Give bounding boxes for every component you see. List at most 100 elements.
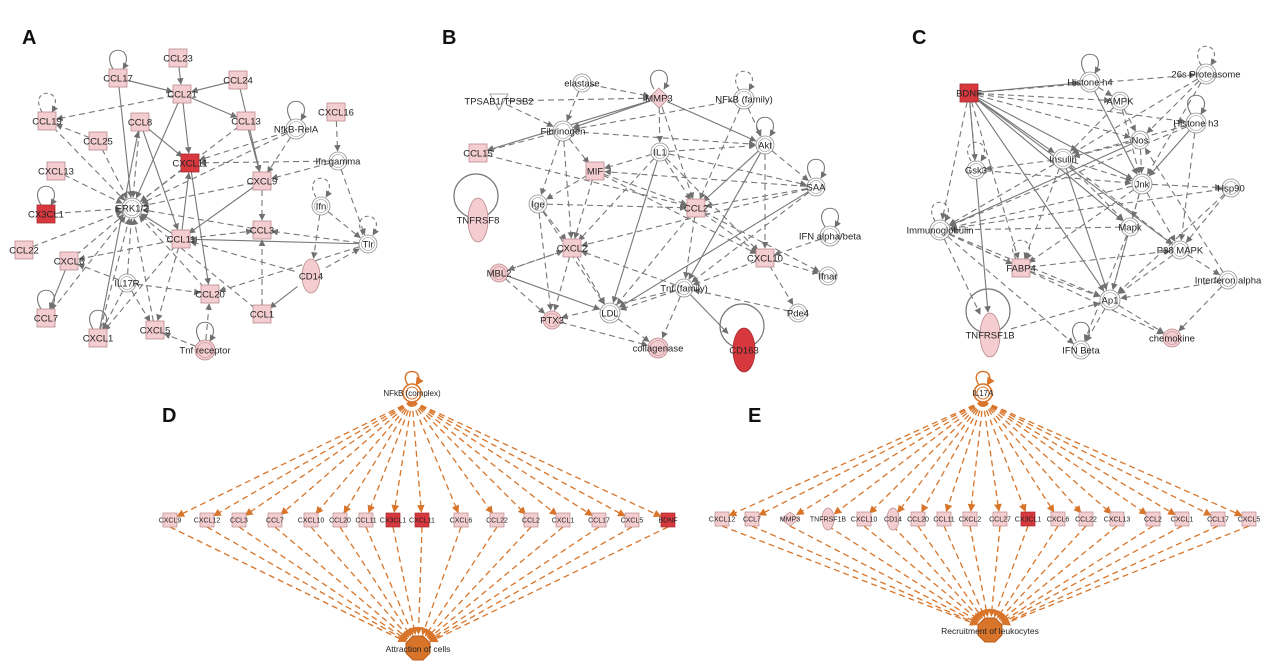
edge [99,218,131,330]
gene-label: CXCL9 [159,518,182,525]
node-cxcl2: CXCL2 [557,238,587,258]
self-loop [89,309,109,330]
edge-cd14-to-target [892,525,982,621]
edge [977,72,1196,93]
gene-label: CXCL5 [1238,517,1261,524]
gene-ccl2: CCL2 [1144,511,1162,527]
edge-hub-to-mmp3 [796,400,984,516]
edge [1118,254,1173,295]
node-ptx3: PTX3 [540,310,564,330]
node-label: Fibrinogen [541,127,586,138]
node-tnfrsf1b: TNFRSF1B [965,312,1015,358]
node-cxcl16: CXCL16 [318,102,354,122]
edge [131,290,151,322]
edge [507,94,650,102]
self-loop [1012,239,1032,260]
gene-label: CXCL10 [851,517,878,524]
edge-cxcl5-to-target [429,526,633,642]
edge-hub-to-tnfrsf1b [833,400,984,515]
node-label: CCL20 [195,290,225,301]
edge [327,211,361,239]
node-label: LDL [601,309,618,320]
gene-label: CXCL2 [959,517,982,524]
node-label: IFN Beta [1062,346,1100,357]
node-tpsab1-tpsb2: TPSAB1/TPSB2 [464,93,534,111]
self-loop [196,321,216,342]
node-label: CCL23 [163,54,193,65]
edge [1029,248,1171,268]
node-label: Hsp90 [1217,184,1244,195]
edge [563,140,575,239]
gene-ccl2: CCL2 [522,512,540,528]
edge-ccl17-to-target [1001,525,1219,625]
node-ifn-beta: IFN Beta [1062,340,1100,360]
node-label: CCL21 [167,90,197,101]
edge [135,283,201,296]
node-collagenase: collagenase [633,337,683,359]
edge-hub-to-cxcl11 [411,400,425,513]
node-ccl17: CCL17 [103,68,133,88]
node-label: CD14 [299,272,323,283]
edge-cxcl1-to-target [1001,525,1183,624]
node-label: BDNF [956,89,982,100]
node-tnf-receptor: Tnf receptor [179,339,231,361]
edge [573,179,593,240]
edge [546,175,588,200]
edge-hub-to-cxcl6 [411,400,460,514]
node-nfkb-family: NFkB (family) [715,88,773,110]
edge [505,278,546,314]
edge [156,247,180,322]
edge-hub-to-ccl22 [411,400,494,514]
gene-label: CXCL12 [709,517,736,524]
node-label: IL1 [653,148,666,159]
self-loop [967,141,987,162]
node-saa: SAA [806,177,826,197]
edge [542,211,605,305]
edge [604,168,808,187]
gene-cx3cl1: CX3CL1 [380,512,406,528]
self-loop [359,215,379,236]
edge [656,106,664,143]
panel-e-edges [721,400,1250,626]
edge-hub-to-ccl20 [343,400,413,514]
node-label: Nos [1132,136,1149,147]
node-cd163: CD163 [729,327,759,373]
node-histone-h4: Histone h4 [1067,71,1113,93]
edge [130,130,140,198]
gene-label: CXCL5 [621,518,644,525]
gene-ccl27: CCL27 [989,511,1011,527]
edge-hub-to-cd14 [897,400,984,514]
edge [146,127,183,158]
edge-hub-to-ccl2 [411,400,527,515]
edge [75,214,125,256]
edge-bdnf-to-target [429,526,669,643]
edge [576,255,605,305]
node-label: MMP3 [645,94,672,105]
edge [189,228,253,239]
self-loop [807,158,827,179]
gene-label: CD14 [884,517,902,524]
edge [1010,301,1101,330]
node-label: MBL2 [487,269,512,280]
self-loop [931,201,951,222]
edge [691,192,810,283]
node-ccl13: CCL13 [231,111,261,131]
edge-hub-to-bdnf [411,400,662,518]
edge [771,150,809,182]
gene-label: CCL22 [486,518,508,525]
node-mmp3: MMP3 [645,87,673,109]
node-ccl11: CCL11 [167,229,195,249]
edge [32,211,123,248]
edge-ccl11-to-target [365,526,414,636]
node-label: Tnf (family) [660,284,708,295]
edge [560,321,649,347]
node-mapk: Mapk [1118,217,1142,237]
panel-c-label: C [912,27,926,49]
edge [78,240,173,262]
node-fabp4: FABP4 [1006,258,1036,278]
target-attraction-of-cells: Attraction of cells [386,635,450,661]
edge-hub-to-cxcl12 [213,400,413,517]
edge [340,169,366,236]
